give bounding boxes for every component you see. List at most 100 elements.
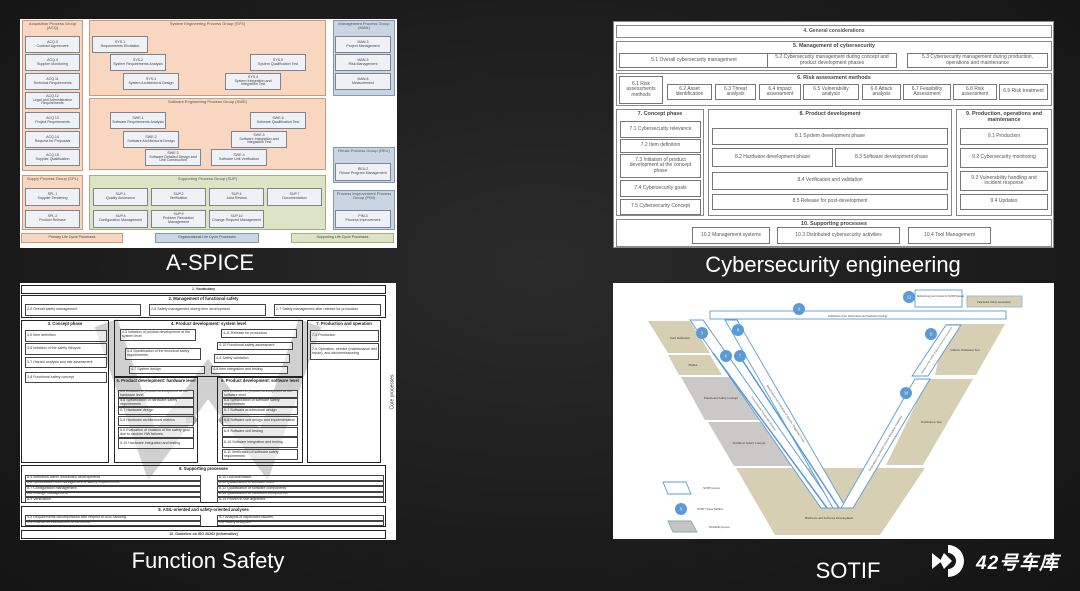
aspice-group-spl-title: Supply Process Group (SPL)	[26, 176, 79, 181]
logo: 42号车库	[930, 542, 1059, 580]
clause-circle-icon	[925, 328, 937, 340]
fusa-clause-box: 8-8 Change management	[25, 491, 201, 497]
process-name: Technical Requirements	[33, 80, 72, 85]
aspice-legend-item: Organizational Life Cycle Processes	[155, 233, 259, 243]
cyber-clause-box: 5.3 Cybersecurity management during prod…	[907, 53, 1048, 68]
fusa-clause-box: 4-7 System design	[129, 366, 205, 374]
tsc-label: Technical Safety Concept	[733, 441, 766, 445]
legend-iso-shape	[667, 520, 698, 533]
clause-number-badge: 12	[903, 291, 915, 303]
process-name: Supplier Qualification	[35, 156, 70, 161]
strategy-bar	[709, 310, 1007, 320]
42-garage-logo-icon	[932, 545, 964, 577]
process-id: MAN.6	[357, 76, 369, 81]
fusa-part-7-title: 7. Production and operation	[316, 321, 372, 326]
aspice-group-reu-title: Reuse Process Group (REU)	[338, 148, 390, 153]
process-name: Verification	[169, 196, 188, 200]
cyber-clause-box: 6.9 Risk treatment	[999, 84, 1048, 100]
item-definition-label: Item Definition	[670, 336, 690, 340]
fusa-clause-box: 8-14 Proven in use argument	[217, 497, 384, 503]
fusa-part-8-title: 8. Supporting processes	[179, 466, 228, 471]
fusa-clause-box: 2-6 Safety management during item develo…	[149, 304, 266, 316]
process-name: Software Requirements Analysis	[112, 119, 164, 124]
sotif-v-model: Item Definition HARA Functional Safety C…	[648, 289, 1023, 535]
clause-number-badge: 10	[900, 387, 912, 399]
band-hara	[668, 355, 722, 375]
aspice-legend-item: Supporting Life Cycle Processes	[291, 233, 394, 243]
fusa-clause-box: 3-5 Item definition	[25, 330, 107, 342]
fusa-part-2-title: 2. Management of functional safety	[168, 296, 239, 301]
process-id: SYS.3	[145, 76, 157, 81]
process-name: Change Request Management	[212, 218, 261, 222]
cyber-clause-box: 9.2 Cybersecurity monitoring	[960, 148, 1048, 168]
aspice-group-sup-title: Supporting Process Group (SUP)	[177, 176, 238, 181]
fusa-clause-box: 6-7 Software architectural design	[222, 407, 298, 415]
fusa-clause-box: 7-5 Production	[310, 330, 379, 342]
process-name: System Architectural Design	[128, 80, 174, 85]
process-id: ACQ.4	[47, 57, 58, 62]
fsc-label: Functional Safety Concept	[704, 396, 738, 400]
fusa-part-9-title: 9. ASIL-oriented and safety-oriented ana…	[158, 507, 249, 512]
aspice-caption: A-SPICE	[165, 250, 255, 275]
clause-number: 9	[798, 307, 800, 312]
process-id: ACQ.13	[46, 115, 59, 120]
fusa-part-5-title: 5. Product development: hardware level	[116, 378, 196, 383]
fusa-clause-box: 5-8 Hardware architectural metrics	[118, 416, 194, 426]
fusa-clause-box: 8-7 Configuration management	[25, 486, 201, 492]
fusa-clause-box: 6-6 Specification of software safety req…	[222, 398, 298, 407]
process-id: SWE.1	[132, 115, 144, 120]
fusa-part-6: 6. Product development: software level	[217, 377, 303, 463]
strip-right-11	[911, 324, 962, 377]
fusa-clause-box: 8-10 Documentation	[217, 475, 384, 481]
fusa-clause-box: 5-10 Hardware integration and testing	[118, 438, 194, 449]
clause-number-badge: 11	[925, 328, 937, 340]
process-name: Joint Review	[226, 196, 247, 200]
process-id: SYS.1	[114, 39, 126, 44]
fusa-part-6-title: 6. Product development: software level	[221, 378, 299, 383]
aspice-group-man-title: Management Process Group (MAN)	[338, 21, 390, 31]
process-id: SYS.5	[272, 57, 284, 62]
fusa-clause-box: 2-7 Safety management after release for …	[274, 304, 381, 316]
process-id: SUP.2	[173, 192, 184, 197]
cyber-clause-box: 8.4 Verification and validation	[712, 172, 948, 190]
fsa-label: Functional Safety Assessment	[977, 301, 1011, 304]
fusa-clause-box: 3-6 Initiation of the safety lifecycle	[25, 343, 107, 355]
cyber-clause-box: 7.5 Cybersecurity Concept	[620, 199, 701, 215]
process-name: Requirements Elicitation	[100, 43, 140, 48]
fusa-clause-box: 4-9 Safety validation	[214, 354, 290, 363]
fusa-part-2: 2. Management of functional safety	[21, 295, 386, 318]
fusa-clause-box: 5-6 Specification of hardware safety req…	[118, 398, 194, 407]
process-name: Process Improvement	[345, 218, 381, 222]
cyber-clause-box: 8.3 Software development phase	[835, 148, 948, 167]
legend-process-label: SOTIF process	[703, 487, 720, 490]
process-name: Reuse Program Management	[339, 171, 387, 175]
process-name: Request for Proposals	[34, 138, 71, 143]
cyber-group-6-title: 6. Risk assessment methods	[797, 75, 871, 81]
aspice-group-sys-title: System Engineering Process Group (SYS)	[169, 21, 246, 26]
clause-circle-icon	[696, 327, 708, 339]
fusa-part-10: 10. Guideline on ISO 26262 (informative)	[21, 530, 386, 539]
clause-circle-icon	[900, 387, 912, 399]
process-id: SWE.4	[233, 152, 245, 157]
fusa-clause-box: 6-5 Initiation of product development at…	[222, 390, 298, 398]
fusa-part-7: 7. Production and operation	[307, 320, 381, 463]
clause-circle-icon	[734, 350, 746, 362]
fusa-clause-box: 6-9 Software unit testing	[222, 427, 298, 437]
band-verification-test	[886, 379, 973, 465]
fusa-clause-box: 2-5 Overall safety management	[25, 304, 141, 316]
process-id: SWE.3	[167, 150, 179, 155]
fsa-box	[966, 295, 1023, 308]
cyber-clause-box: 7.1 Cybersecurity relevance	[620, 121, 701, 138]
fusa-part-4: 4. Product development: system level	[114, 320, 303, 377]
process-id: ACQ.3	[47, 39, 58, 44]
cyber-clause-box: 9.3 Vulnerability handling and incident …	[960, 171, 1048, 191]
